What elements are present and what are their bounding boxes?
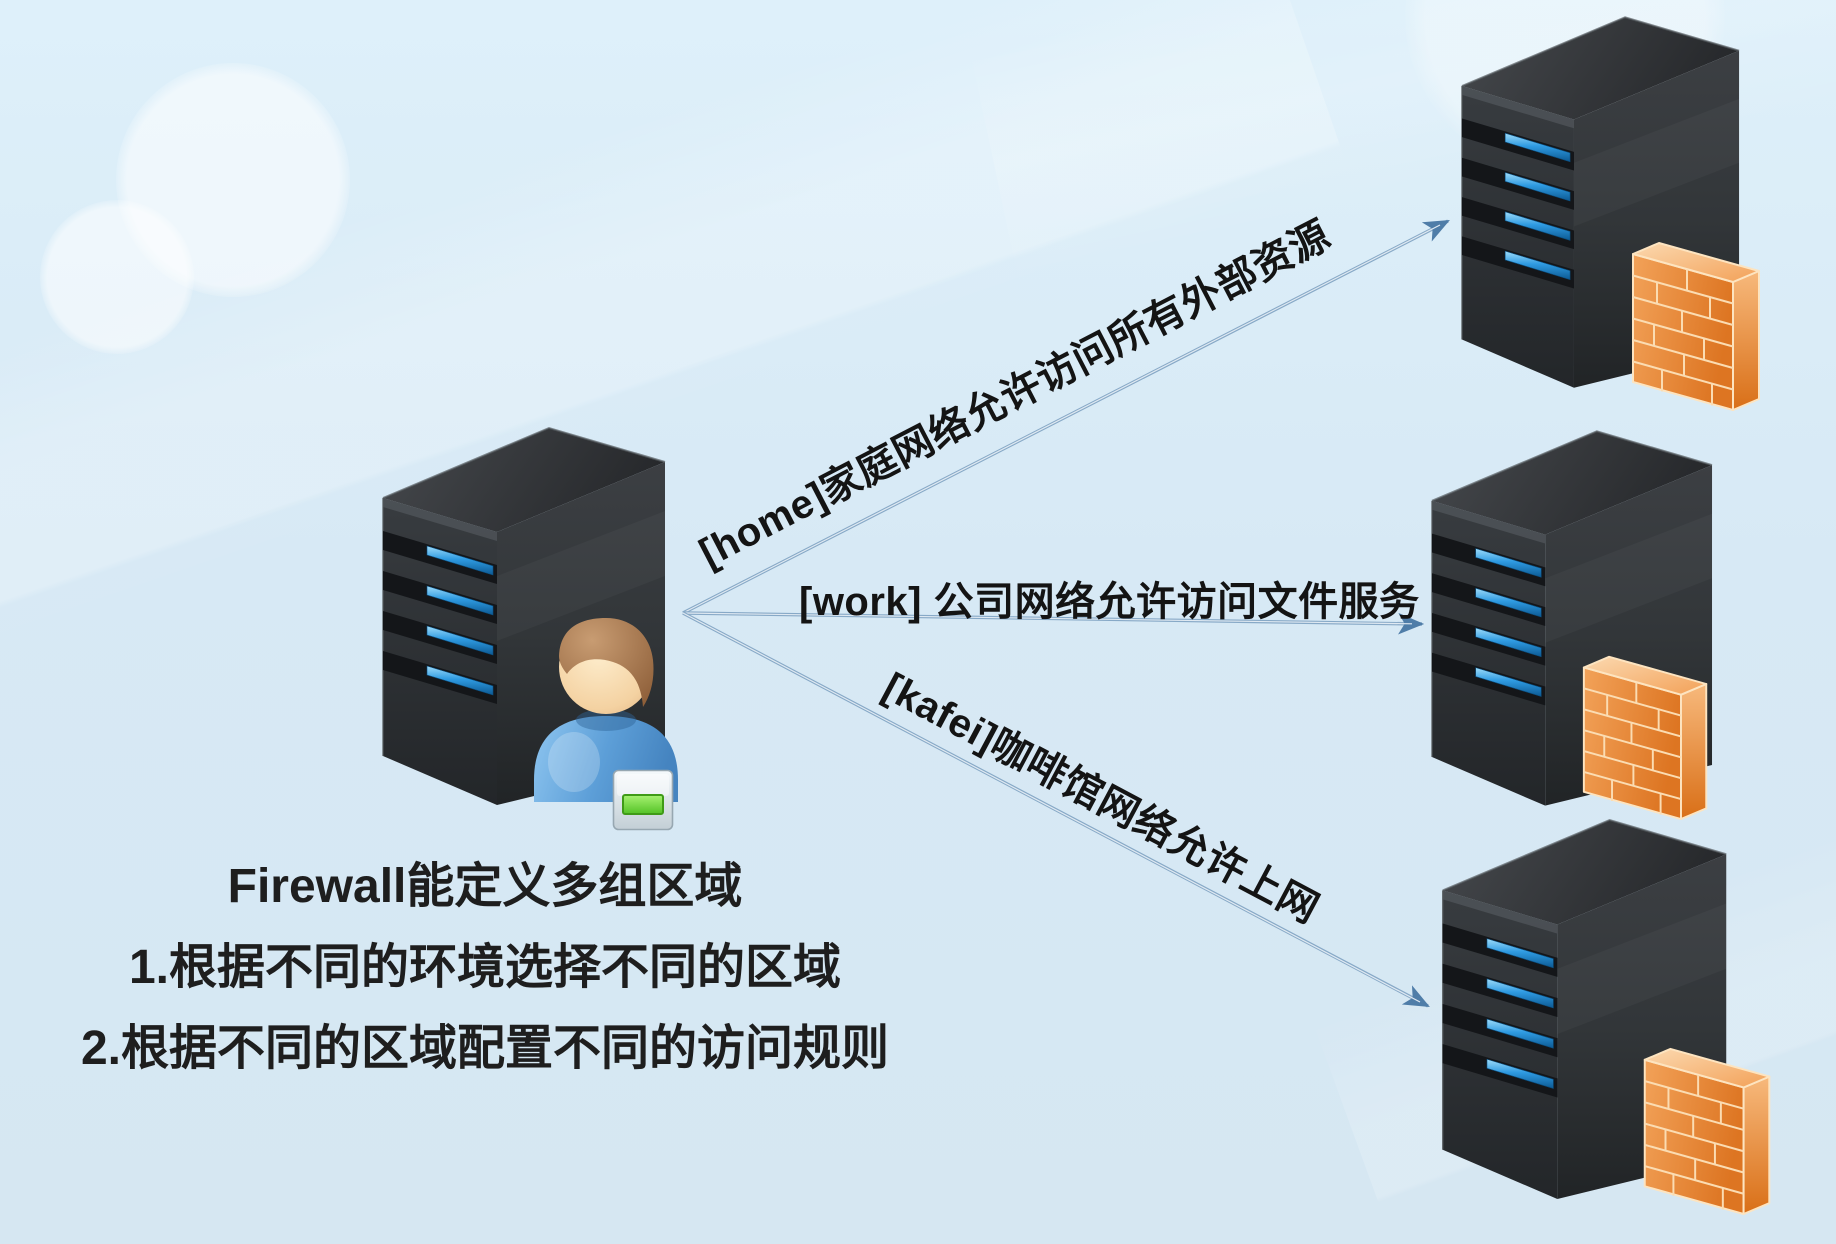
arrow-label-work: [work] 公司网络允许访问文件服务 <box>799 580 1420 624</box>
firewall-brick-icon <box>1632 236 1764 411</box>
firewall-brick-icon <box>1578 650 1716 820</box>
caption-item: 2.根据不同的区域配置不同的访问规则 <box>80 1022 890 1075</box>
arrow-work <box>682 611 1425 635</box>
caption-block: Firewall能定义多组区域 1.根据不同的环境选择不同的区域 2.根据不同的… <box>10 846 960 1089</box>
caption-item: 1.根据不同的环境选择不同的区域 <box>128 941 842 994</box>
bokeh-circle <box>40 200 194 354</box>
caption-title: Firewall能定义多组区域 <box>227 860 743 913</box>
arrow-home <box>682 219 1450 615</box>
id-badge-icon <box>612 769 674 831</box>
firewall-brick-icon <box>1643 1042 1775 1215</box>
arrow-kafei <box>682 611 1430 1008</box>
